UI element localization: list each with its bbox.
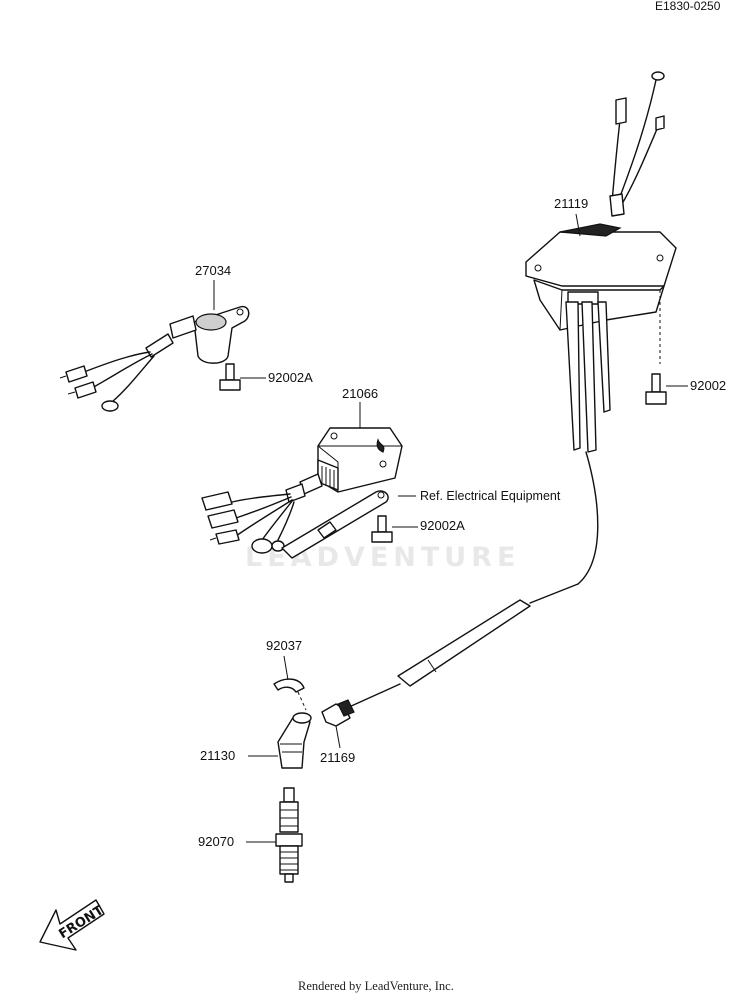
part-21119-cdi-unit[interactable] xyxy=(337,71,677,713)
label-92002A-upper: 92002A xyxy=(268,370,313,385)
front-arrow-icon: FRONT xyxy=(39,899,107,951)
label-27034: 27034 xyxy=(195,263,231,278)
label-92070: 92070 xyxy=(198,834,234,849)
label-21119: 21119 xyxy=(554,196,588,211)
part-92070-spark-plug[interactable] xyxy=(275,787,303,883)
footer-credit: Rendered by LeadVenture, Inc. xyxy=(298,979,454,993)
part-92002-bolt[interactable] xyxy=(645,373,667,405)
diagram-code: E1830-0250 xyxy=(655,0,721,13)
ref-electrical-equipment: Ref. Electrical Equipment xyxy=(420,489,561,503)
part-21066-regulator[interactable] xyxy=(201,427,403,559)
label-92002: 92002 xyxy=(690,378,726,393)
part-92002A-bolt-upper[interactable] xyxy=(219,363,241,391)
part-92002A-bolt-lower[interactable] xyxy=(371,515,393,543)
label-21066: 21066 xyxy=(342,386,378,401)
label-92037: 92037 xyxy=(266,638,302,653)
part-27034-pickup-coil[interactable] xyxy=(59,305,250,412)
part-21130-plug-cap[interactable] xyxy=(277,712,312,769)
label-92002A-lower: 92002A xyxy=(420,518,465,533)
part-21169-connector[interactable] xyxy=(321,699,355,727)
part-92037-clip[interactable] xyxy=(273,678,305,693)
label-21130: 21130 xyxy=(200,748,235,763)
label-21169: 21169 xyxy=(320,750,355,765)
